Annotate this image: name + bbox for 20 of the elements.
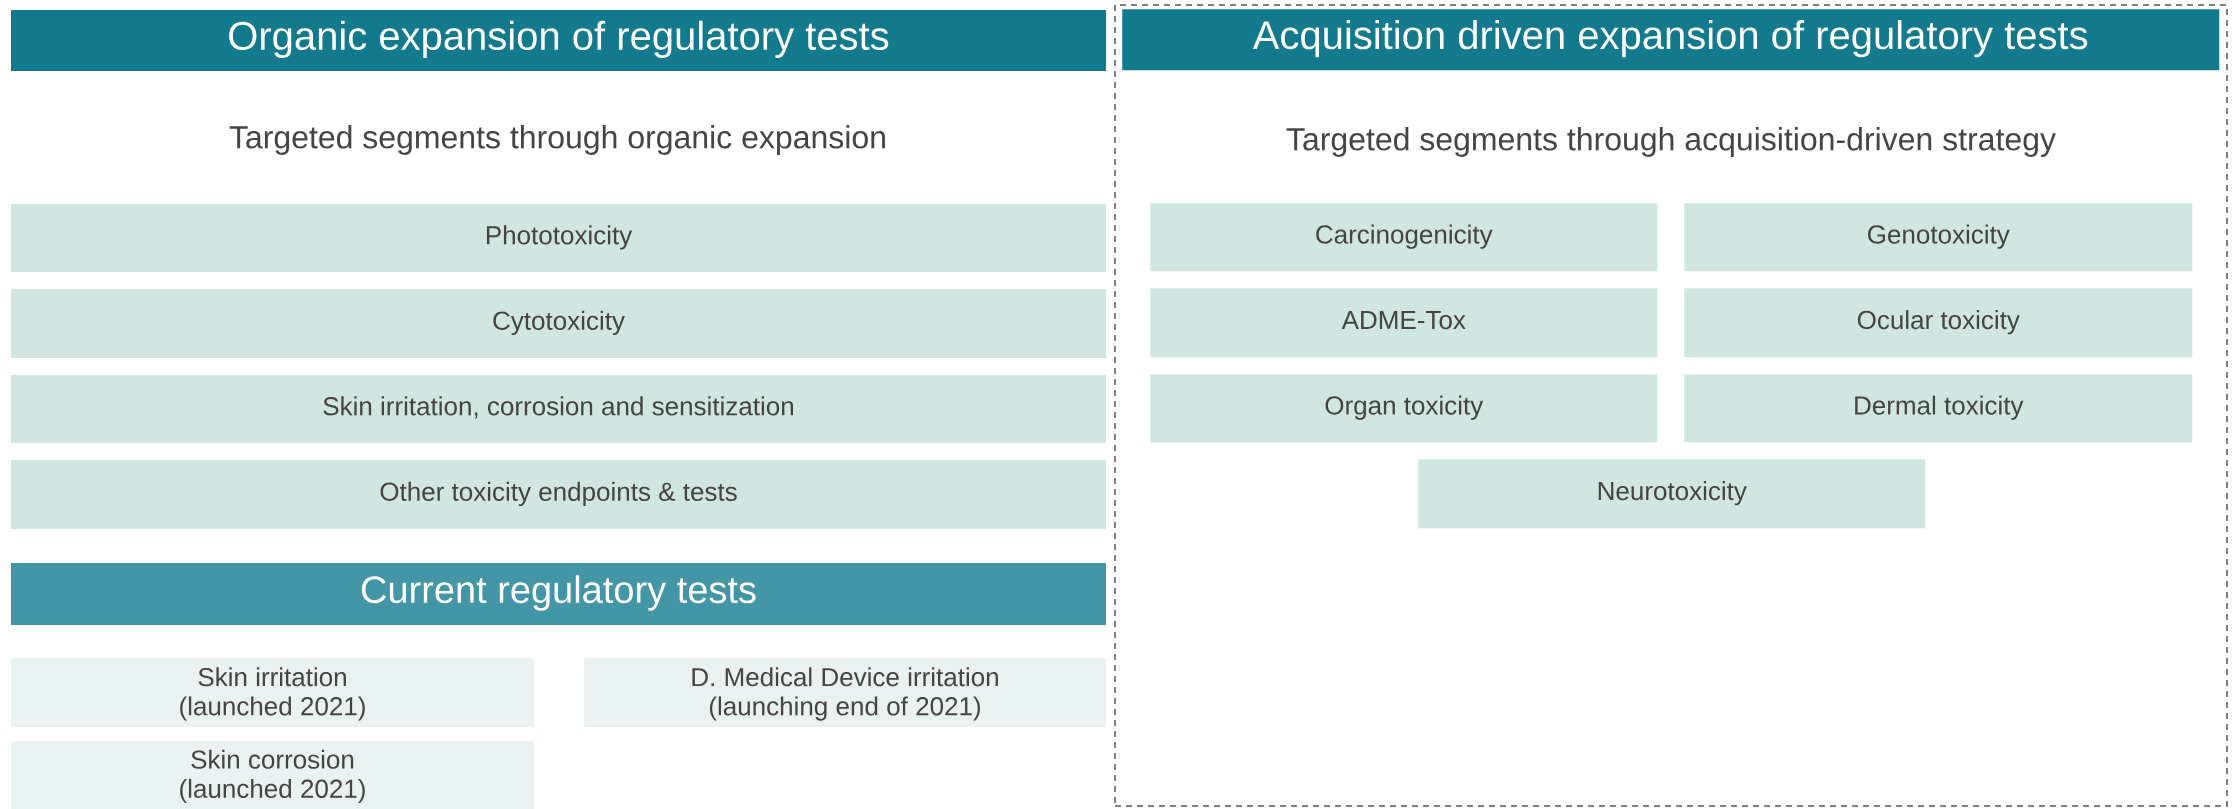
subtitle-text: Targeted segments through acquisition-driven strategy — [1286, 127, 2056, 157]
subtitle-text: Targeted segments through organic expansion — [229, 125, 885, 155]
test-tile: Skin irritation (launched 2021) — [11, 658, 534, 727]
test-tile: ADME-Tox — [1150, 288, 1658, 358]
dashed-frame — [1114, 4, 2228, 807]
test-tile: Other toxicity endpoints & tests — [11, 460, 1106, 529]
header-band: Acquisition driven expansion of regulatory tests — [1122, 9, 2220, 71]
test-tile: Genotoxicity — [1684, 203, 2193, 272]
test-tile: Skin irritation, corrosion and sensitization — [11, 375, 1106, 443]
test-tile: Skin corrosion (launched 2021) — [11, 741, 534, 809]
test-tile: Ocular toxicity — [1684, 288, 2193, 358]
test-tile: Organ toxicity — [1150, 374, 1658, 443]
test-tile: Carcinogenicity — [1150, 203, 1658, 272]
test-tile: Neurotoxicity — [1418, 459, 1926, 529]
test-tile: D. Medical Device irritation (launching end of 2021) — [584, 658, 1106, 727]
header-band: Current regulatory tests — [11, 563, 1106, 625]
test-tile: Dermal toxicity — [1684, 374, 2193, 443]
header-band: Organic expansion of regulatory tests — [11, 10, 1106, 71]
test-tile: Phototoxicity — [11, 204, 1106, 272]
test-tile: Cytotoxicity — [11, 289, 1106, 358]
